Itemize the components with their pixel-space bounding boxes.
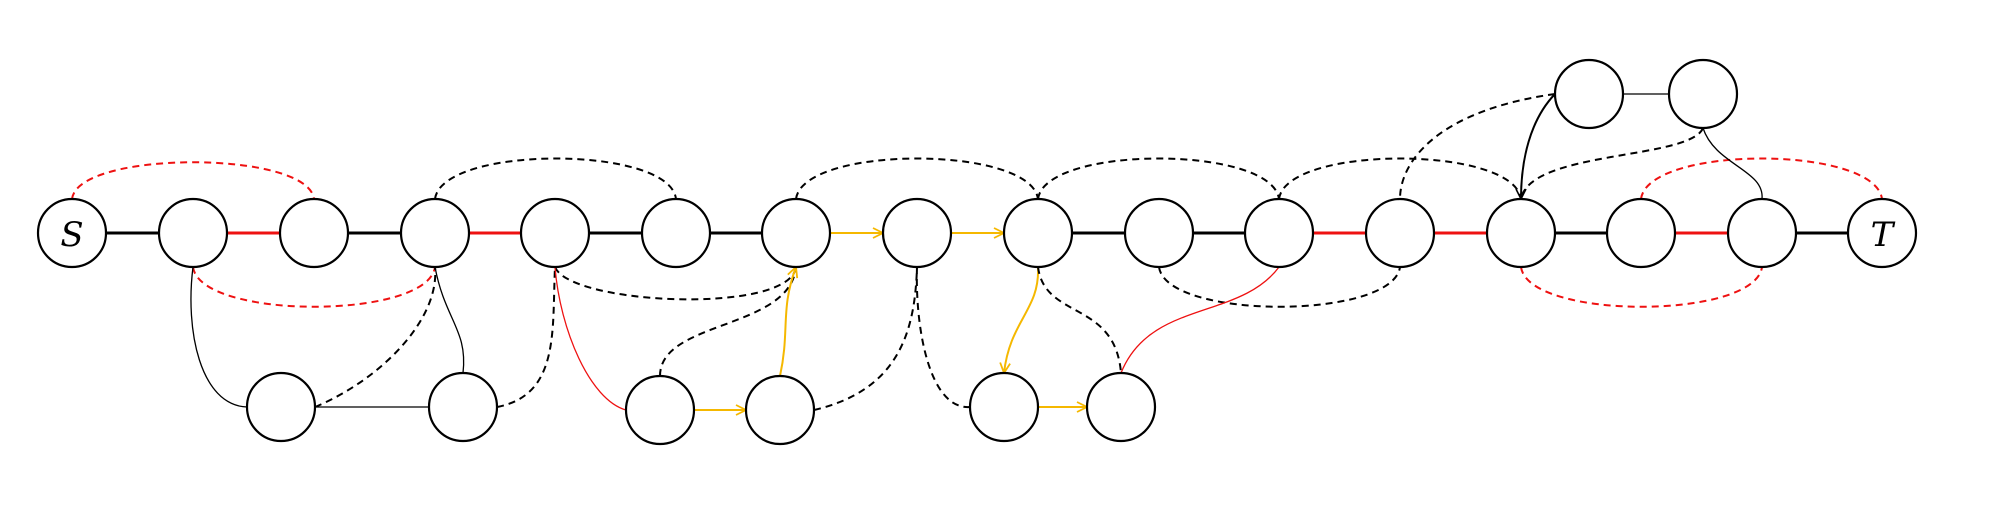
node-t: T [1846,197,1918,269]
node-s: S [36,197,108,269]
node-u2 [1667,58,1739,130]
edge-u1-m12 [1521,93,1556,199]
node-m11 [1364,197,1436,269]
node-b1 [245,371,317,443]
node-m6 [760,197,832,269]
node-m2 [278,197,350,269]
edge-u1-m11 [1399,93,1556,200]
edge-b4-m7 [813,266,918,411]
node-b3 [624,374,696,446]
edge-b1-m3 [314,266,437,408]
node-u2-circle [1667,58,1739,130]
edge-b6-m10 [1120,266,1280,374]
node-m12 [1485,197,1557,269]
node-b3-circle [624,374,696,446]
node-m1 [157,197,229,269]
edge-m12-m14 [1520,266,1763,308]
node-m7-circle [881,197,953,269]
edge-m3-m5 [434,157,677,200]
node-b2 [427,371,499,443]
node-m8 [1002,197,1074,269]
node-m5-circle [640,197,712,269]
node-b5 [968,371,1040,443]
node-m10 [1243,197,1315,269]
edge-u2-m12 [1520,127,1704,200]
edge-b2-m4 [496,266,556,408]
edge-u2-m14 [1702,127,1763,200]
edge-s-m2 [71,161,315,200]
node-m4-circle [519,197,591,269]
node-t-circle [1846,197,1918,269]
node-m2-circle [278,197,350,269]
edge-m3-b2 [434,266,465,374]
edge-m1-b1 [190,266,248,408]
node-m13 [1605,197,1677,269]
edges-layer [71,93,1883,411]
edge-m8-m10 [1037,157,1280,200]
node-u1 [1553,58,1625,130]
node-m10-circle [1243,197,1315,269]
node-m11-circle [1364,197,1436,269]
edge-m1-m3 [192,266,436,308]
edge-m6-m8 [795,157,1039,200]
node-m14-circle [1726,197,1798,269]
node-m12-circle [1485,197,1557,269]
node-m3 [399,197,471,269]
edge-m10-m12 [1278,157,1522,200]
node-b5-circle [968,371,1040,443]
edge-m4-m6 [554,266,797,301]
node-u1-circle [1553,58,1625,130]
edge-m13-t [1640,157,1883,200]
node-t-label: T [1871,215,1896,255]
edge-m4-b3 [554,266,627,411]
node-m9 [1123,197,1195,269]
node-m4 [519,197,591,269]
edge-m8-b6 [1037,266,1122,374]
node-m7 [881,197,953,269]
node-m13-circle [1605,197,1677,269]
node-m6-circle [760,197,832,269]
node-m1-circle [157,197,229,269]
node-b6-circle [1085,371,1157,443]
edge-m7-b5 [915,266,971,409]
edge-b4-m6 [779,267,796,377]
node-m8-circle [1002,197,1074,269]
edge-b3-m6 [659,266,797,377]
node-m9-circle [1123,197,1195,269]
edge-m8-b5 [1004,266,1040,373]
node-m5 [640,197,712,269]
node-b4 [744,374,816,446]
node-b6 [1085,371,1157,443]
edge-m9-m11 [1158,266,1401,308]
node-m14 [1726,197,1798,269]
node-m3-circle [399,197,471,269]
node-b1-circle [245,371,317,443]
node-s-circle [36,197,108,269]
node-b2-circle [427,371,499,443]
node-s-label: S [60,215,83,255]
node-b4-circle [744,374,816,446]
